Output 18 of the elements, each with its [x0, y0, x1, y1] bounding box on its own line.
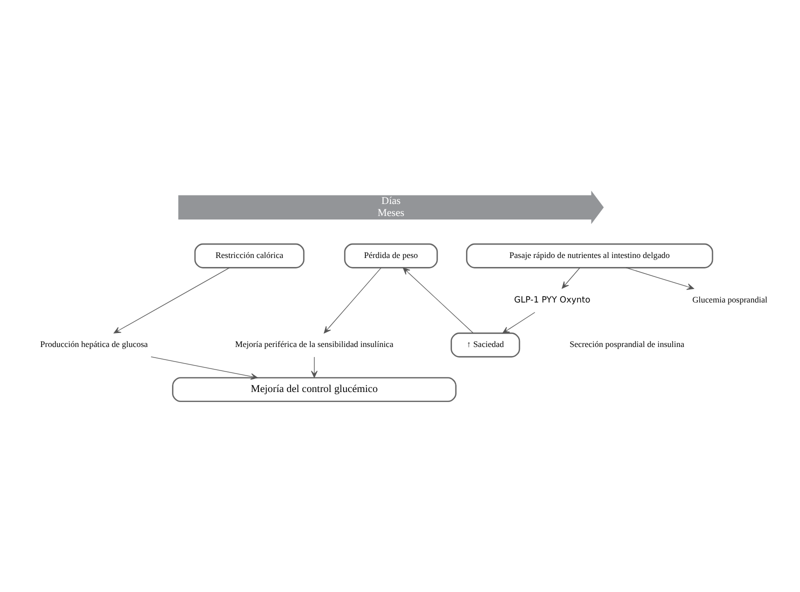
- arrow: [324, 266, 382, 333]
- node-text: GLP-1 PYY Oxynto: [514, 295, 590, 306]
- arrow: [502, 312, 536, 333]
- arrow: [402, 266, 474, 333]
- node-box: Restricción calórica: [194, 242, 304, 268]
- node-text: Producción hepática de glucosa: [40, 338, 148, 349]
- node-box: Pérdida de peso: [344, 242, 438, 268]
- node-text: Mejoría periférica de la sensibilidad insulínica: [235, 338, 394, 349]
- arrow: [311, 356, 318, 378]
- node-box: Pasaje rápido de nutrientes al intestino delgado: [466, 242, 714, 268]
- arrow: [562, 267, 580, 288]
- node-text: Glucemia posprandial: [692, 294, 768, 304]
- arrow: [114, 266, 230, 333]
- node-box: Mejoría del control glucémico: [172, 376, 457, 402]
- node-text: Secreción posprandial de insulina: [570, 338, 684, 349]
- arrow: [150, 356, 258, 380]
- arrow: [626, 266, 694, 290]
- node-box: ↑ Saciedad: [450, 332, 520, 357]
